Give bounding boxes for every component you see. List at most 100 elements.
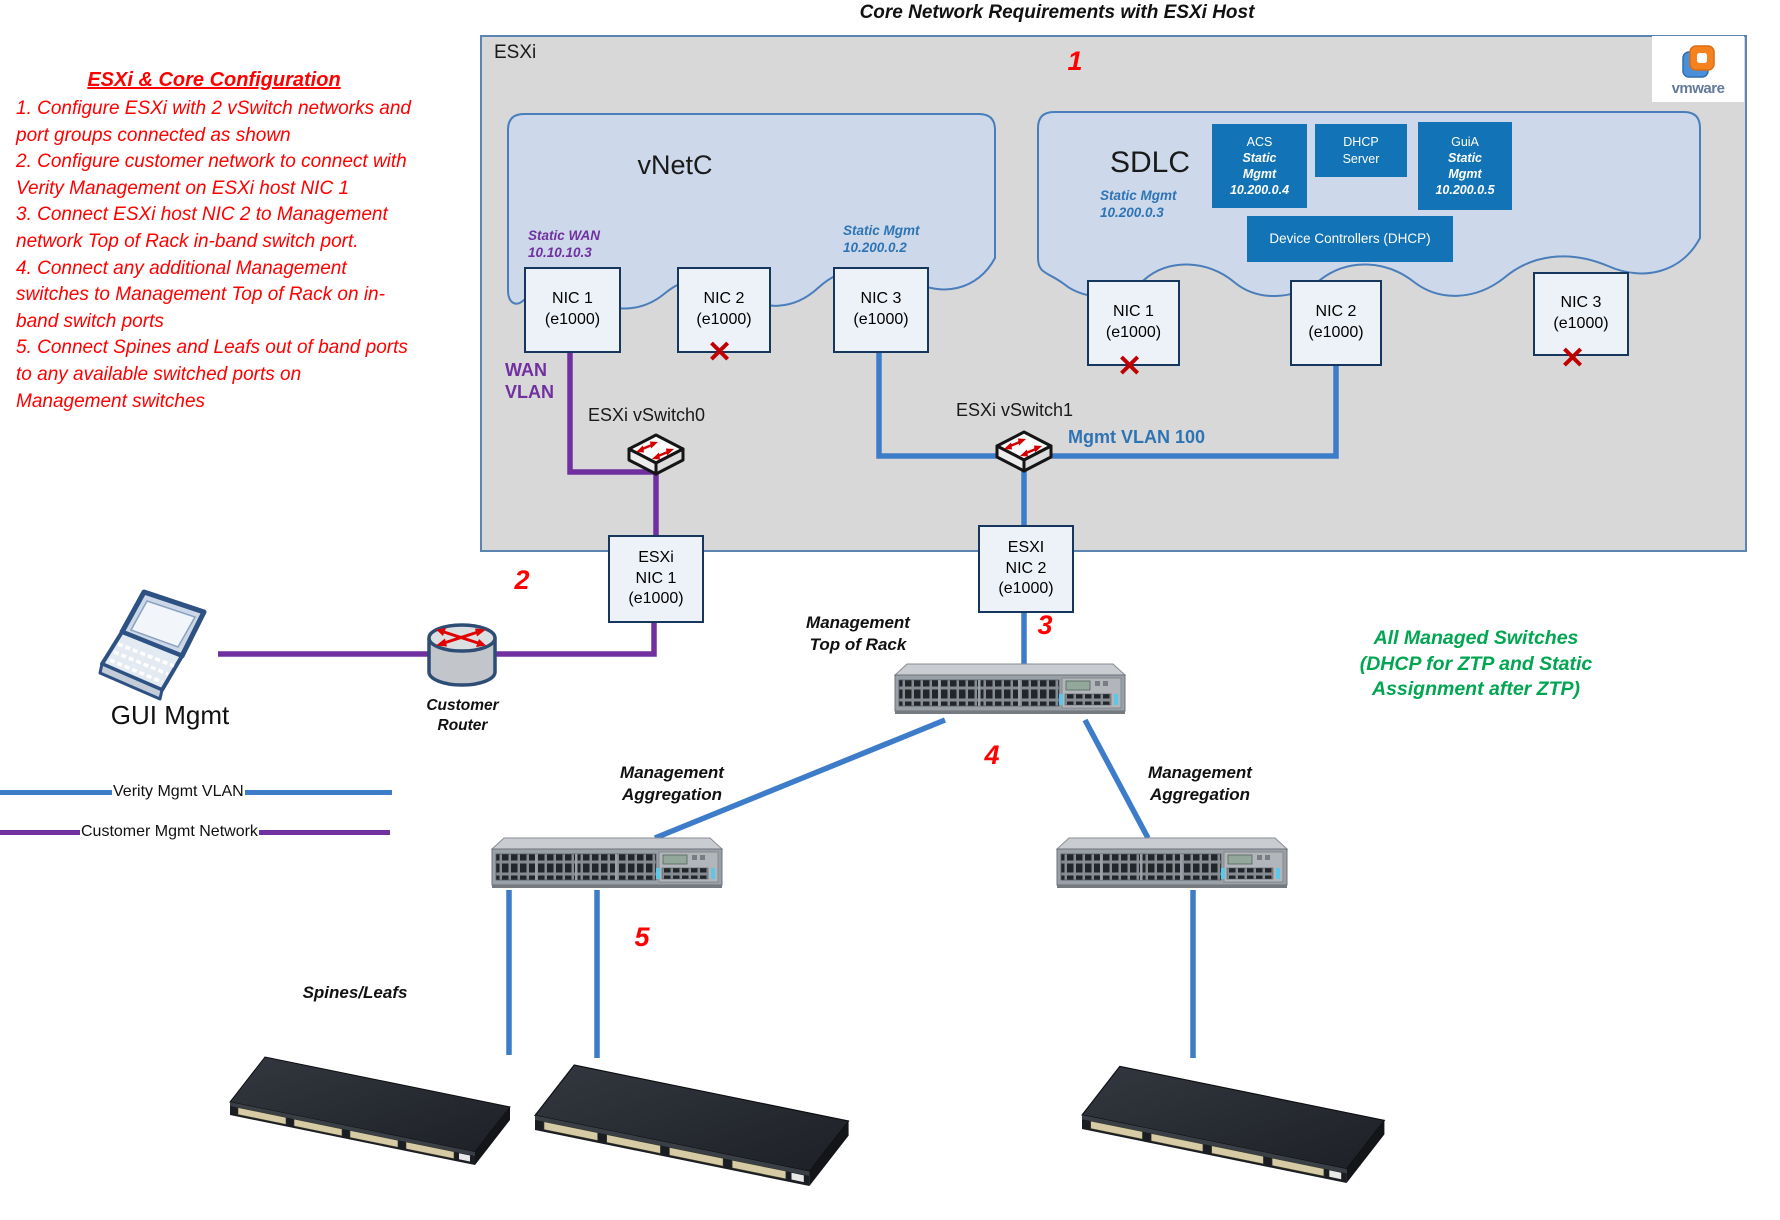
acs-service-box: ACS Static Mgmt 10.200.0.4: [1212, 124, 1307, 208]
customer-router-label: Customer Router: [400, 696, 525, 736]
legend-customer-label: Customer Mgmt Network: [81, 823, 258, 840]
dhcp-server-box: DHCP Server: [1315, 124, 1407, 177]
configuration-instructions: ESXi & Core Configuration 1. Configure E…: [16, 66, 412, 415]
nic-driver: (e1000): [1308, 324, 1364, 341]
instruction-item: 2. Configure customer network to connect…: [16, 151, 407, 199]
vmware-logo: vmware: [1652, 36, 1744, 102]
static-mgmt-line: Static Mgmt: [843, 223, 920, 238]
aggregation-left-label: Management Aggregation: [592, 762, 752, 806]
tor-label-line: Top of Rack: [809, 634, 907, 654]
agg-label-line: Management: [620, 763, 724, 782]
sdlc-nic2-box: NIC 2 (e1000): [1290, 280, 1382, 366]
tor-label-line: Management: [806, 613, 910, 632]
nic-name: NIC 1: [635, 569, 677, 587]
spine-leaf-switch-1-image: [229, 1056, 511, 1166]
nic-driver: (e1000): [998, 580, 1054, 598]
guia-label: GuiA: [1451, 134, 1479, 149]
nic-driver: (e1000): [628, 590, 684, 608]
sdlc-static-mgmt-ip: Static Mgmt 10.200.0.3: [1100, 188, 1177, 222]
legend-verity-row: Verity Mgmt VLAN: [0, 783, 392, 801]
acs-ip: 10.200.0.4: [1229, 183, 1290, 198]
step-marker-2: 2: [514, 565, 530, 595]
device-controllers-label: Device Controllers (DHCP): [1269, 231, 1431, 247]
agg-label-line: Aggregation: [621, 784, 723, 804]
nic-driver: (e1000): [853, 311, 909, 328]
static-wan-line: Static WAN: [528, 228, 601, 243]
step-marker-3: 3: [1037, 610, 1053, 640]
instruction-item: 5. Connect Spines and Leafs out of band …: [16, 337, 408, 412]
static-mgmt-ip: 10.200.0.3: [1100, 204, 1164, 220]
step-marker-1: 1: [1067, 46, 1083, 76]
sdlc-label: SDLC: [1110, 146, 1191, 179]
aggregation-switch-left-image: [491, 837, 723, 889]
dhcp-label: DHCP: [1343, 135, 1379, 150]
guia-service-box: GuiA Static Mgmt 10.200.0.5: [1418, 122, 1512, 210]
gui-mgmt-label: GUI Mgmt: [110, 700, 230, 730]
acs-static: Static: [1242, 150, 1277, 165]
spine-leaf-switch-3-image: [1081, 1065, 1385, 1184]
nic-driver: (e1000): [1105, 324, 1162, 341]
device-controllers-box: Device Controllers (DHCP): [1247, 216, 1453, 262]
verity-line-swatch: [0, 789, 112, 795]
nic-host: ESXi: [638, 548, 674, 566]
vswitch1-label: ESXi vSwitch1: [956, 400, 1074, 420]
mgmt-vlan-label: Mgmt VLAN 100: [1068, 427, 1206, 447]
agg-label-line: Aggregation: [1149, 784, 1251, 804]
dhcp-label2: Server: [1342, 151, 1380, 166]
nic-driver: (e1000): [544, 311, 601, 328]
nic-name: NIC 2: [1005, 559, 1047, 577]
note-line: (DHCP for ZTP and Static: [1359, 652, 1593, 675]
wan-vlan-line: VLAN: [505, 381, 554, 402]
spines-leafs-label: Spines/Leafs: [302, 983, 408, 1002]
vswitch0-label: ESXi vSwitch0: [588, 405, 706, 425]
agg-label-line: Management: [1148, 763, 1252, 782]
legend-verity-label: Verity Mgmt VLAN: [113, 783, 244, 800]
diagram-title: Core Network Requirements with ESXi Host: [859, 2, 1255, 23]
nic-host: ESXI: [1007, 538, 1045, 556]
router-label-line: Customer: [426, 697, 499, 714]
vmware-wordmark: vmware: [1671, 79, 1725, 97]
esxi-host-nic2-box: ESXI NIC 2 (e1000): [978, 525, 1074, 613]
guia-mgmt: Mgmt: [1448, 167, 1482, 181]
vnetc-nic2-box: NIC 2 (e1000): [677, 267, 771, 353]
static-mgmt-ip: 10.200.0.2: [843, 239, 907, 255]
vnetc-nic3-box: NIC 3 (e1000): [833, 267, 929, 353]
nic-name: NIC 1: [552, 290, 593, 308]
instruction-item: 3. Connect ESXi host NIC 2 to Management…: [16, 204, 388, 252]
nic-name: NIC 2: [703, 290, 745, 308]
nic-driver: (e1000): [696, 311, 752, 328]
vnetc-nic1-box: NIC 1 (e1000): [524, 267, 621, 353]
disconnected-x-icon: ✕: [1117, 350, 1143, 383]
managed-switches-note: All Managed Switches (DHCP for ZTP and S…: [1290, 626, 1662, 703]
wan-vlan-label: WAN VLAN: [505, 360, 554, 404]
customer-router-icon: [427, 623, 497, 687]
disconnected-x-icon: ✕: [1560, 342, 1586, 375]
top-of-rack-switch-image: [894, 663, 1126, 715]
esxi-host-nic1-box: ESXi NIC 1 (e1000): [608, 535, 704, 623]
vswitch1-icon: [995, 430, 1053, 473]
customer-mgmt-connections: [218, 349, 659, 657]
step-marker-5: 5: [634, 922, 650, 952]
gui-mgmt-laptop-icon: [100, 592, 204, 699]
aggregation-right-label: Management Aggregation: [1120, 762, 1280, 806]
guia-ip: 10.200.0.5: [1435, 183, 1495, 198]
verity-mgmt-connections: [506, 349, 1339, 1058]
legend-customer-row: Customer Mgmt Network: [0, 823, 390, 841]
wan-vlan-line: WAN: [505, 360, 547, 380]
static-mgmt-line: Static Mgmt: [1100, 188, 1177, 203]
aggregation-switch-right-image: [1056, 837, 1288, 889]
instructions-heading: ESXi & Core Configuration: [87, 69, 341, 91]
nic-name: NIC 1: [1113, 303, 1154, 321]
spine-leaf-switch-2-image: [534, 1064, 850, 1187]
note-line: Assignment after ZTP): [1371, 678, 1581, 701]
nic-name: NIC 3: [1560, 294, 1602, 312]
vnetc-static-wan-ip: Static WAN 10.10.10.3: [528, 228, 600, 262]
vnetc-static-mgmt-ip: Static Mgmt 10.200.0.2: [843, 223, 920, 257]
esxi-host-label: ESXi: [494, 42, 537, 63]
instruction-item: 1. Configure ESXi with 2 vSwitch network…: [16, 98, 411, 146]
customer-line-swatch: [0, 829, 80, 835]
vswitch0-icon: [627, 433, 685, 476]
vnetc-label: vNetC: [637, 150, 713, 180]
customer-line-swatch: [258, 829, 390, 835]
vmware-workstation-icon: [1682, 44, 1715, 78]
